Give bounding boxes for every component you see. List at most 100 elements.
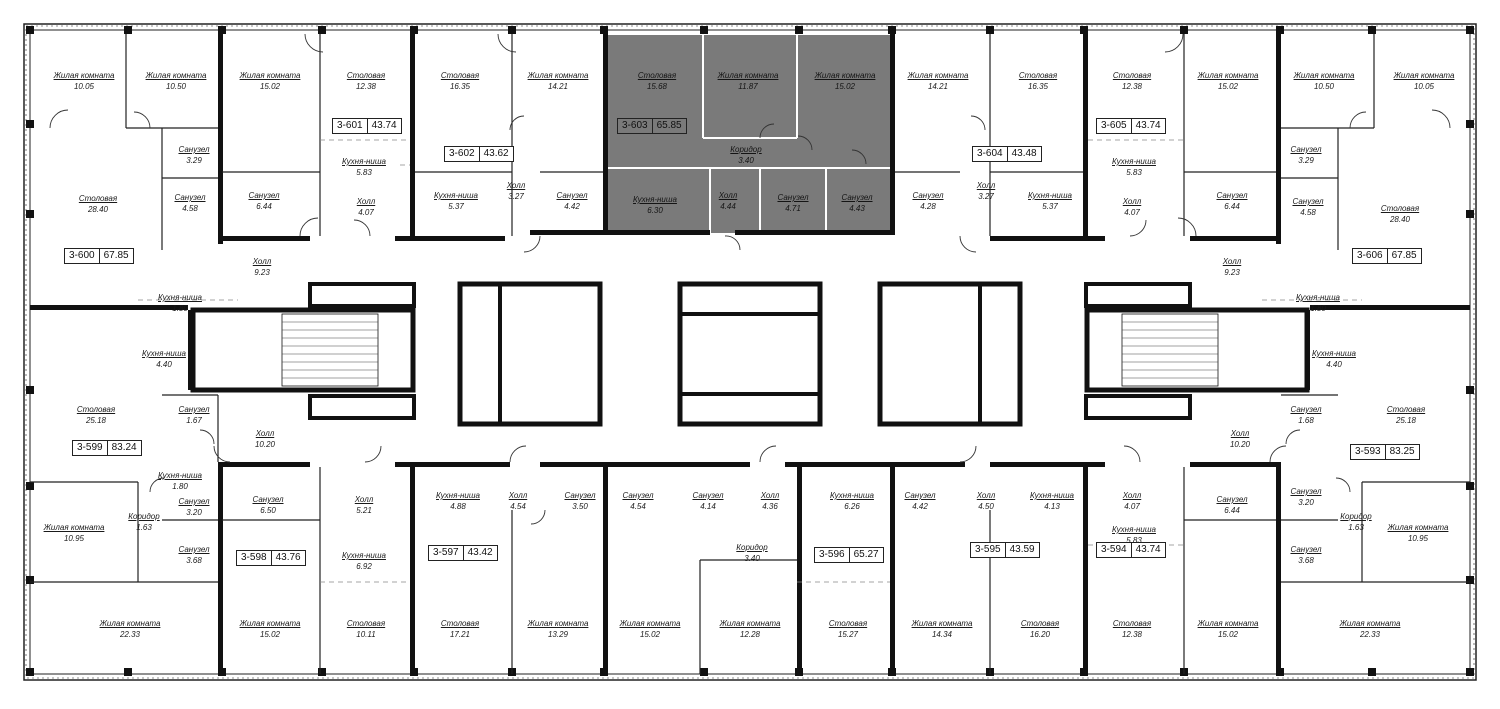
building-core: [190, 281, 1310, 427]
stair-treads: [282, 321, 1218, 379]
interior-partitions: [30, 34, 1470, 674]
party-walls: [30, 34, 1470, 674]
outer-walls: [23, 23, 1477, 681]
doors: [49, 33, 1451, 525]
highlighted-apartment-fill: [606, 35, 892, 233]
